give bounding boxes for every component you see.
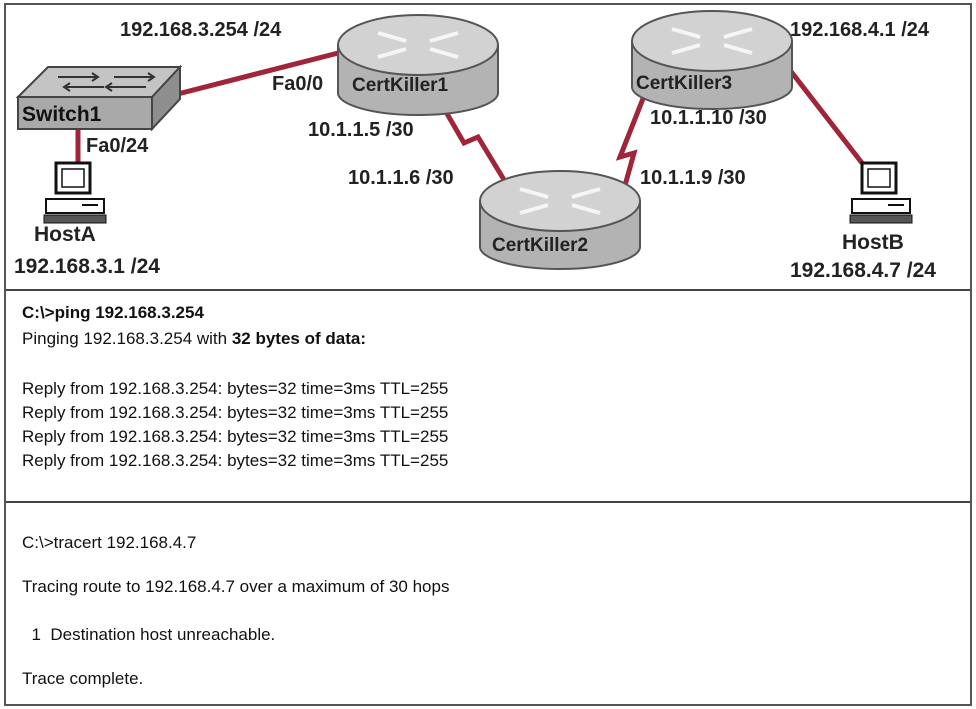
network-links [75,48,864,190]
certkiller1-fa0-0-label: Fa0/0 [272,73,324,95]
hosta-ip-label: 192.168.3.1 /24 [14,255,160,278]
link-certkiller3-hostb [784,63,864,165]
serial-link-certkiller2-certkiller3 [615,90,649,190]
hostb-ip-label: 192.168.4.7 /24 [790,259,936,282]
tracert-command: C:\>tracert 192.168.4.7 [22,533,197,552]
topology-drawing [15,10,913,270]
serial-link-certkiller1-certkiller2 [439,103,509,185]
ping-reply-line: Reply from 192.168.3.254: bytes=32 time=… [22,451,449,470]
ping-reply-line: Reply from 192.168.3.254: bytes=32 time=… [22,427,449,446]
ping-reply-line: Reply from 192.168.3.254: bytes=32 time=… [22,403,449,422]
topology-panel: 192.168.3.254 /24 Switch1 Fa0/0 CertKill… [6,5,970,289]
certkiller2-serial-ip-right-label: 10.1.1.9 /30 [640,167,746,189]
switch1-label: Switch1 [22,103,102,126]
router-icon [479,170,641,270]
tracert-header: Tracing route to 192.168.4.7 over a maxi… [22,577,450,596]
tracert-output-panel: C:\>tracert 192.168.4.7 Tracing route to… [6,501,970,704]
ping-header: Pinging 192.168.3.254 with 32 bytes of d… [22,329,366,349]
hosta-label: HostA [34,223,96,246]
pc-icon [849,161,913,224]
certkiller3-lan-ip-label: 192.168.4.1 /24 [790,19,930,41]
certkiller3-serial-ip-label: 10.1.1.10 /30 [650,107,767,129]
router-icon [337,14,499,116]
ping-output-panel: C:\>ping 192.168.3.254 Pinging 192.168.3… [6,289,970,501]
link-switch1-certkiller1 [165,48,347,100]
certkiller2-label: CertKiller2 [492,235,589,256]
certkiller1-lan-ip-label: 192.168.3.254 /24 [120,19,282,41]
diagram-frame: 192.168.3.254 /24 Switch1 Fa0/0 CertKill… [4,3,972,706]
router-icon [631,10,793,110]
certkiller1-serial-ip-label: 10.1.1.5 /30 [308,119,414,141]
pc-icon [43,161,107,224]
certkiller3-label: CertKiller3 [636,73,733,94]
hostb-label: HostB [842,231,904,254]
tracert-footer: Trace complete. [22,669,144,688]
ping-reply-line: Reply from 192.168.3.254: bytes=32 time=… [22,379,449,398]
ping-header-suffix: 32 bytes of data: [231,329,366,348]
switch-icon [15,64,183,132]
ping-header-prefix: Pinging 192.168.3.254 with [22,329,232,348]
switch1-fa0-24-label: Fa0/24 [86,135,149,157]
ping-command: C:\>ping 192.168.3.254 [22,303,204,322]
certkiller1-label: CertKiller1 [352,75,449,96]
tracert-hop-line: 1 Destination host unreachable. [22,625,276,644]
certkiller2-serial-ip-left-label: 10.1.1.6 /30 [348,167,454,189]
